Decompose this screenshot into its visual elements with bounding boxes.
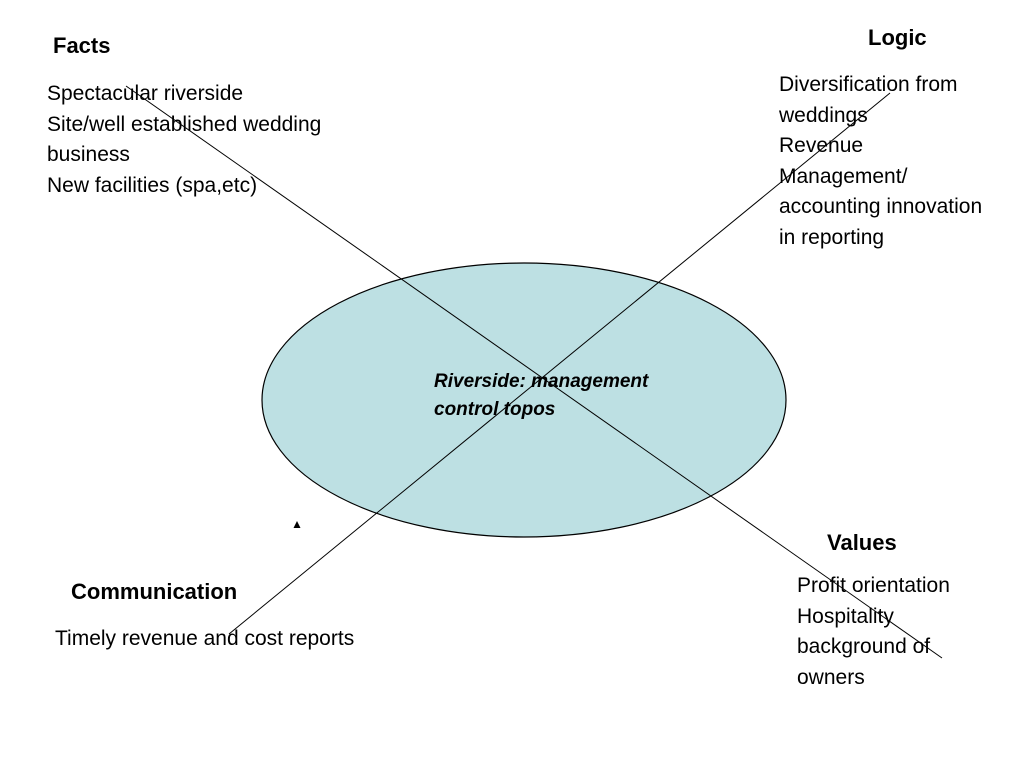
- central-ellipse: [261, 262, 787, 538]
- center-label-line: Riverside: management: [434, 371, 649, 392]
- facts-text: Spectacular riverside Site/well establis…: [47, 79, 321, 201]
- values-line: Profit orientation: [797, 574, 950, 597]
- logic-communication-connector: [228, 92, 891, 635]
- center-label-line: control topos: [434, 399, 556, 420]
- values-line: Hospitality: [797, 604, 894, 628]
- values-heading: Values: [827, 530, 897, 555]
- logic-line: accounting innovation: [779, 195, 983, 218]
- communication-text: Timely revenue and cost reports: [55, 624, 354, 655]
- facts-line: Spectacular riverside: [47, 82, 244, 105]
- values-line: owners: [797, 665, 865, 689]
- facts-line: business: [47, 143, 130, 166]
- logic-line: weddings: [779, 103, 868, 127]
- values-line: background of: [797, 635, 931, 658]
- facts-heading: Facts: [53, 33, 111, 58]
- logic-line: in reporting: [779, 225, 885, 249]
- values-text: Profit orientation Hospitality backgroun…: [797, 571, 950, 693]
- logic-heading: Logic: [868, 25, 927, 50]
- communication-heading: Communication: [71, 579, 238, 604]
- communication-line: Timely revenue and cost reports: [55, 627, 355, 650]
- small-triangle-marker: [293, 521, 301, 528]
- logic-text: Diversification from weddings Revenue Ma…: [779, 70, 982, 253]
- logic-line: Management/: [779, 164, 908, 188]
- facts-line: Site/well established wedding: [47, 112, 322, 136]
- logic-line: Revenue: [779, 134, 864, 157]
- logic-line: Diversification from: [779, 73, 958, 96]
- facts-line: New facilities (spa,etc): [47, 173, 258, 197]
- facts-values-connector: [125, 85, 943, 659]
- center-label: Riverside: management control topos: [434, 368, 648, 424]
